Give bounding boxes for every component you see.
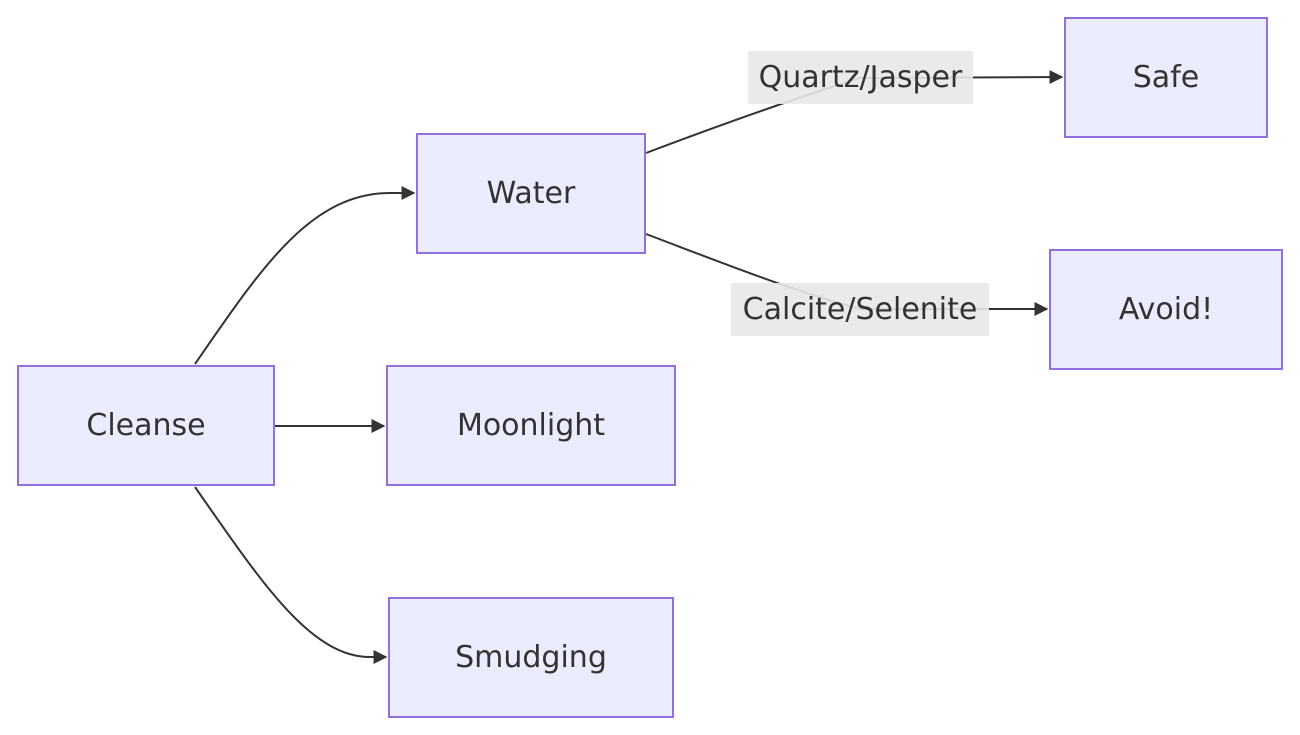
edge-cleanse-smudging	[194, 486, 388, 664]
node-safe-label: Safe	[1132, 60, 1200, 95]
edge-label-calcite-selenite: Calcite/Selenite	[731, 283, 989, 336]
node-cleanse-label: Cleanse	[86, 408, 206, 443]
edge-label-quartz-jasper: Quartz/Jasper	[748, 51, 973, 104]
node-moonlight-label: Moonlight	[456, 408, 606, 443]
edge-label-calcite-selenite-text: Calcite/Selenite	[742, 292, 978, 327]
node-smudging-label: Smudging	[455, 640, 607, 675]
node-water[interactable]: Water	[416, 133, 646, 254]
node-moonlight[interactable]: Moonlight	[386, 365, 676, 486]
node-avoid[interactable]: Avoid!	[1049, 249, 1283, 370]
node-safe[interactable]: Safe	[1064, 17, 1268, 138]
edge-cleanse-water	[194, 186, 416, 365]
node-cleanse[interactable]: Cleanse	[17, 365, 275, 486]
node-smudging[interactable]: Smudging	[388, 597, 674, 718]
edge-label-quartz-jasper-text: Quartz/Jasper	[758, 60, 963, 95]
node-water-label: Water	[486, 176, 576, 211]
node-avoid-label: Avoid!	[1118, 292, 1214, 327]
